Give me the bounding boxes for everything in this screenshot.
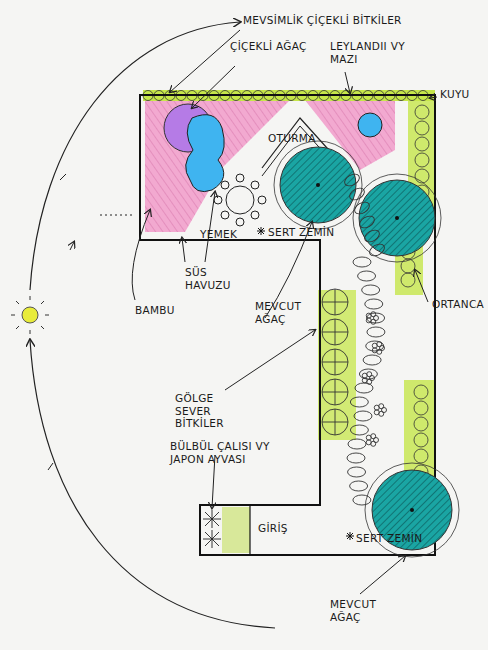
plant-stroke [322,349,348,375]
plant-stroke [335,289,336,315]
plant-stroke [362,285,380,295]
plan-label: BAMBU [135,304,175,317]
plan-label: ORTANCA [432,298,484,311]
plant-stroke [415,153,429,167]
plant-stroke [335,349,336,375]
plant-stroke [377,342,382,347]
plant-stroke [335,379,336,405]
plan-label: KUYU [440,88,470,101]
plant-stroke [371,312,376,317]
plant-stroke [365,299,383,309]
plant-stroke [415,105,429,119]
plant-stroke [401,259,415,273]
plan-label: ÇİÇEKLİ AĞAÇ [230,40,307,53]
plant-stroke [353,257,371,267]
plan-label: SERT ZEMİN [268,226,334,239]
plant-stroke [322,379,348,405]
plan-label: LEYLANDII VY MAZI [330,40,410,65]
plant-stroke [348,439,366,449]
plant-stroke [350,481,368,491]
plant-stroke [353,495,371,505]
plant-stroke [363,355,381,365]
plant-stroke [353,200,372,217]
plant-stroke [343,172,362,189]
plant-stroke [363,228,382,245]
plant-stroke [322,409,348,435]
plan-label: YEMEK [200,228,237,241]
plant-stroke [414,417,428,431]
plant-stroke [371,434,376,439]
plant-stroke [401,273,415,287]
plant-stroke [414,385,428,399]
plant-stroke [366,440,371,445]
plant-stroke [374,410,379,415]
plant-stroke [372,348,377,353]
plant-stroke [415,169,429,183]
plant-stroke [350,425,368,435]
plant-stroke [335,319,336,345]
plant-stroke [414,401,428,415]
plant-stroke [348,467,366,477]
plan-label: MEVSİMLİK ÇİÇEKLİ BİTKİLER [243,14,402,27]
plant-stroke [379,404,384,409]
plant-stroke [367,372,372,377]
plan-label: SÜS HAVUZU [185,266,245,291]
plan-label: OTURMA [268,132,316,145]
plant-stroke [335,409,336,435]
plant-stroke [358,271,376,281]
plant-stroke [322,289,348,315]
plant-stroke [348,186,367,203]
plant-stroke [415,137,429,151]
plant-stroke [415,121,429,135]
plant-stroke [354,411,372,421]
plant-stroke [366,318,371,323]
plan-label: GİRİŞ [258,522,288,535]
plant-stroke [322,319,348,345]
plant-stroke [347,453,365,463]
plan-label: GÖLGE SEVER BİTKİLER [175,392,245,430]
plant-stroke [367,327,385,337]
plant-stroke [414,449,428,463]
plant-stroke [368,242,387,259]
plant-stroke [414,433,428,447]
plan-label: MEVCUT AĞAÇ [255,300,315,325]
plant-stroke [362,378,367,383]
plan-label: MEVCUT AĞAÇ [330,598,390,623]
plant-stroke [350,397,368,407]
plant-stroke [358,214,377,231]
plan-label: BÜLBÜL ÇALISI VY JAPON AYVASI [170,440,270,465]
plan-label: SERT ZEMİN [356,532,422,545]
